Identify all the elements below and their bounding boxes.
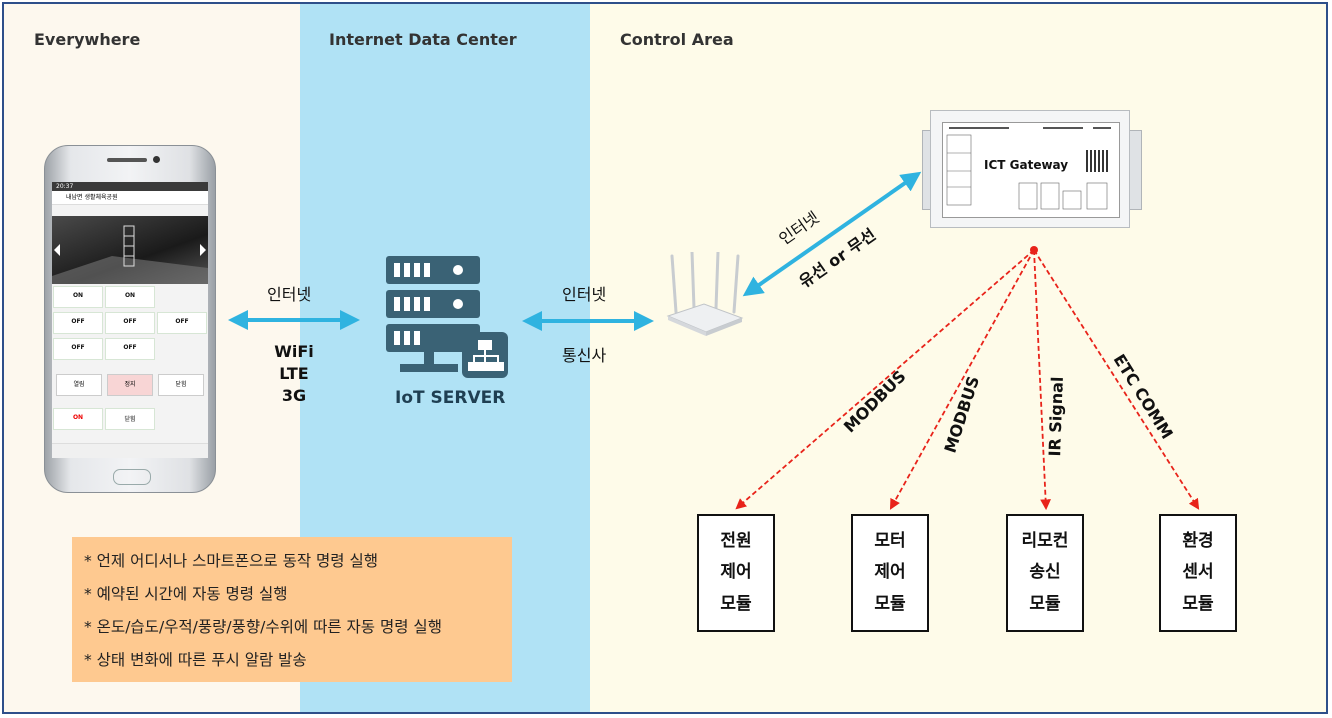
server-icon [386, 256, 508, 378]
module-environment-sensor: 환경 센서 모듈 [1159, 514, 1237, 632]
link-label-3g: 3G [281, 386, 307, 405]
control-card[interactable]: OFF [53, 312, 103, 334]
link-label-internet-1: 인터넷 [267, 285, 312, 304]
zone-title-everywhere: Everywhere [34, 30, 141, 49]
module-remote-transmit: 리모컨 송신 모듈 [1006, 514, 1084, 632]
camera-scene [52, 225, 208, 284]
phone-status-bar: 20:37 [52, 182, 208, 191]
module-line: 송신 [1029, 562, 1061, 583]
link-label-internet-2: 인터넷 [562, 285, 607, 304]
feature-note: * 온도/습도/우적/풍량/풍향/수위에 따른 자동 명령 실행 [84, 618, 442, 636]
control-card[interactable]: ON [53, 408, 103, 430]
module-line: 모듈 [1029, 593, 1061, 614]
module-line: 센서 [1182, 562, 1214, 583]
module-line: 모듈 [874, 593, 906, 614]
phone-app-bar: 내남면 생활체육공원 [52, 191, 208, 205]
dashed-link-power-module [735, 249, 1035, 510]
module-line: 모터 [874, 531, 906, 552]
phone-speaker [107, 158, 147, 162]
phone-camera [153, 156, 160, 163]
phone-nav-bar [52, 443, 208, 458]
control-card[interactable]: OFF [105, 312, 155, 334]
module-line: 제어 [720, 562, 752, 583]
server-label: IoT SERVER [395, 388, 506, 408]
gateway-label-pattern [946, 127, 1111, 210]
module-line: 환경 [1182, 531, 1214, 552]
zone-title-idc: Internet Data Center [329, 30, 517, 49]
phone-home-button [113, 469, 151, 485]
close-button[interactable]: 닫힘 [158, 374, 204, 396]
phone-screen: 20:37 내남면 생활체육공원 ON ON OFF OFF OFF OFF O… [52, 182, 208, 458]
smartphone-illustration: 20:37 내남면 생활체육공원 ON ON OFF OFF OFF OFF O… [44, 145, 216, 493]
control-card[interactable]: OFF [53, 338, 103, 360]
stop-button[interactable]: 정지 [107, 374, 153, 396]
status-card: 닫힘 [105, 408, 155, 430]
control-card[interactable]: OFF [105, 338, 155, 360]
module-line: 리모컨 [1021, 531, 1069, 552]
camera-feed [52, 216, 208, 284]
feature-note: * 예약된 시간에 자동 명령 실행 [84, 585, 288, 603]
module-line: 전원 [720, 531, 752, 552]
gateway-output-point [1030, 246, 1038, 254]
dashed-link-sensor-module [1033, 249, 1200, 510]
link-label-carrier: 통신사 [562, 346, 607, 365]
zone-title-control: Control Area [620, 30, 734, 49]
control-card[interactable]: OFF [157, 312, 207, 334]
module-line: 제어 [874, 562, 906, 583]
ict-gateway-device: ICT Gateway [922, 100, 1142, 240]
feature-notes-box: * 언제 어디서나 스마트폰으로 동작 명령 실행 * 예약된 시간에 자동 명… [72, 537, 512, 682]
arrow-router-gateway [742, 171, 922, 297]
module-line: 모듈 [720, 593, 752, 614]
gateway-qr-code [1086, 150, 1108, 172]
module-motor-control: 모터 제어 모듈 [851, 514, 929, 632]
control-card[interactable]: ON [53, 286, 103, 308]
link-label-wifi: WiFi [274, 342, 314, 361]
gateway-title: ICT Gateway [984, 158, 1069, 172]
control-card[interactable]: ON [105, 286, 155, 308]
link-label-lte: LTE [279, 364, 309, 383]
feature-note: * 언제 어디서나 스마트폰으로 동작 명령 실행 [84, 552, 378, 570]
dashed-link-motor-module [889, 249, 1035, 510]
dashed-link-remote-module [1033, 249, 1051, 511]
module-power-control: 전원 제어 모듈 [697, 514, 775, 632]
feature-note: * 상태 변화에 따른 푸시 알람 발송 [84, 651, 307, 669]
module-line: 모듈 [1182, 593, 1214, 614]
open-button[interactable]: 열림 [56, 374, 102, 396]
router-icon [666, 252, 744, 336]
protocol-label-ir-signal: IR Signal [1045, 376, 1067, 457]
